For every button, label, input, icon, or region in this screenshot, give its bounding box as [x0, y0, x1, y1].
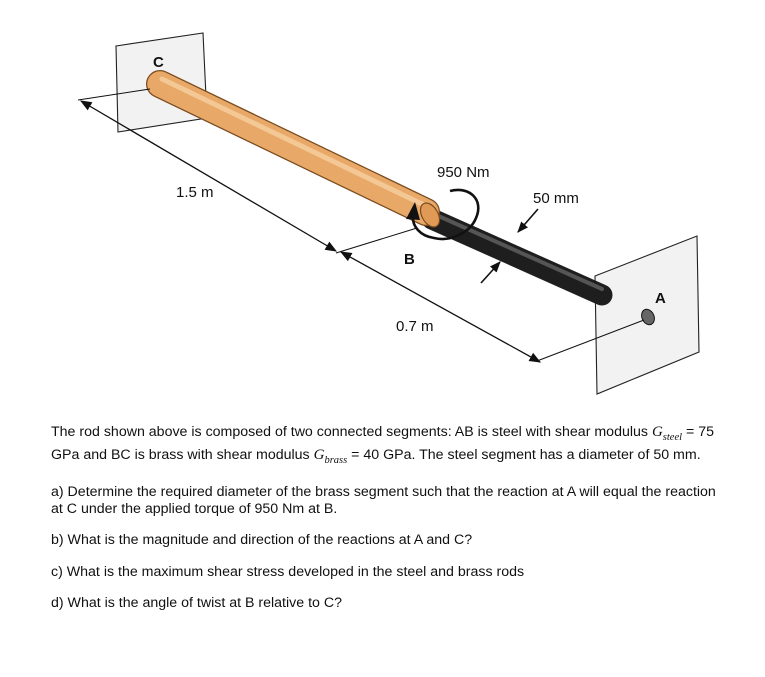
steel-rod-highlight [432, 212, 604, 291]
problem-statement: The rod shown above is composed of two c… [51, 424, 714, 466]
label-length-ab: 0.7 m [396, 318, 434, 335]
label-length-bc: 1.5 m [176, 184, 214, 201]
dim-line-bc [79, 100, 338, 252]
dia-arrow-top [517, 208, 539, 233]
g-brass-symbol: Gbrass [313, 446, 348, 466]
question-d: d) What is the angle of twist at B relat… [51, 595, 342, 611]
dim-ext-c [77, 88, 151, 101]
brass-rod-end-b [419, 202, 441, 228]
question-c: c) What is the maximum shear stress deve… [51, 563, 525, 580]
rod-end-a [641, 308, 655, 326]
g-steel-symbol: Gsteel [651, 424, 683, 443]
problem-text: The rod shown above is composed of two c… [51, 424, 721, 627]
label-torque: 950 Nm [437, 164, 490, 181]
dim-ext-b1 [335, 227, 418, 254]
label-a: A [655, 290, 666, 307]
question-a: a) Determine the required diameter of th… [51, 484, 716, 517]
dim-ext-a [536, 319, 645, 362]
dim-line-ab [339, 251, 542, 363]
label-diameter: 50 mm [533, 190, 579, 207]
label-b: B [404, 251, 415, 268]
torque-arrowhead [406, 202, 420, 220]
rod-diagram: C B A 950 Nm 50 mm 1.5 m 0.7 m [77, 32, 700, 395]
dia-arrow-bottom [480, 261, 501, 284]
label-c: C [153, 54, 164, 71]
steel-rod-ab [421, 208, 613, 306]
question-b: b) What is the magnitude and direction o… [51, 532, 473, 548]
torque-arrow [411, 188, 480, 241]
